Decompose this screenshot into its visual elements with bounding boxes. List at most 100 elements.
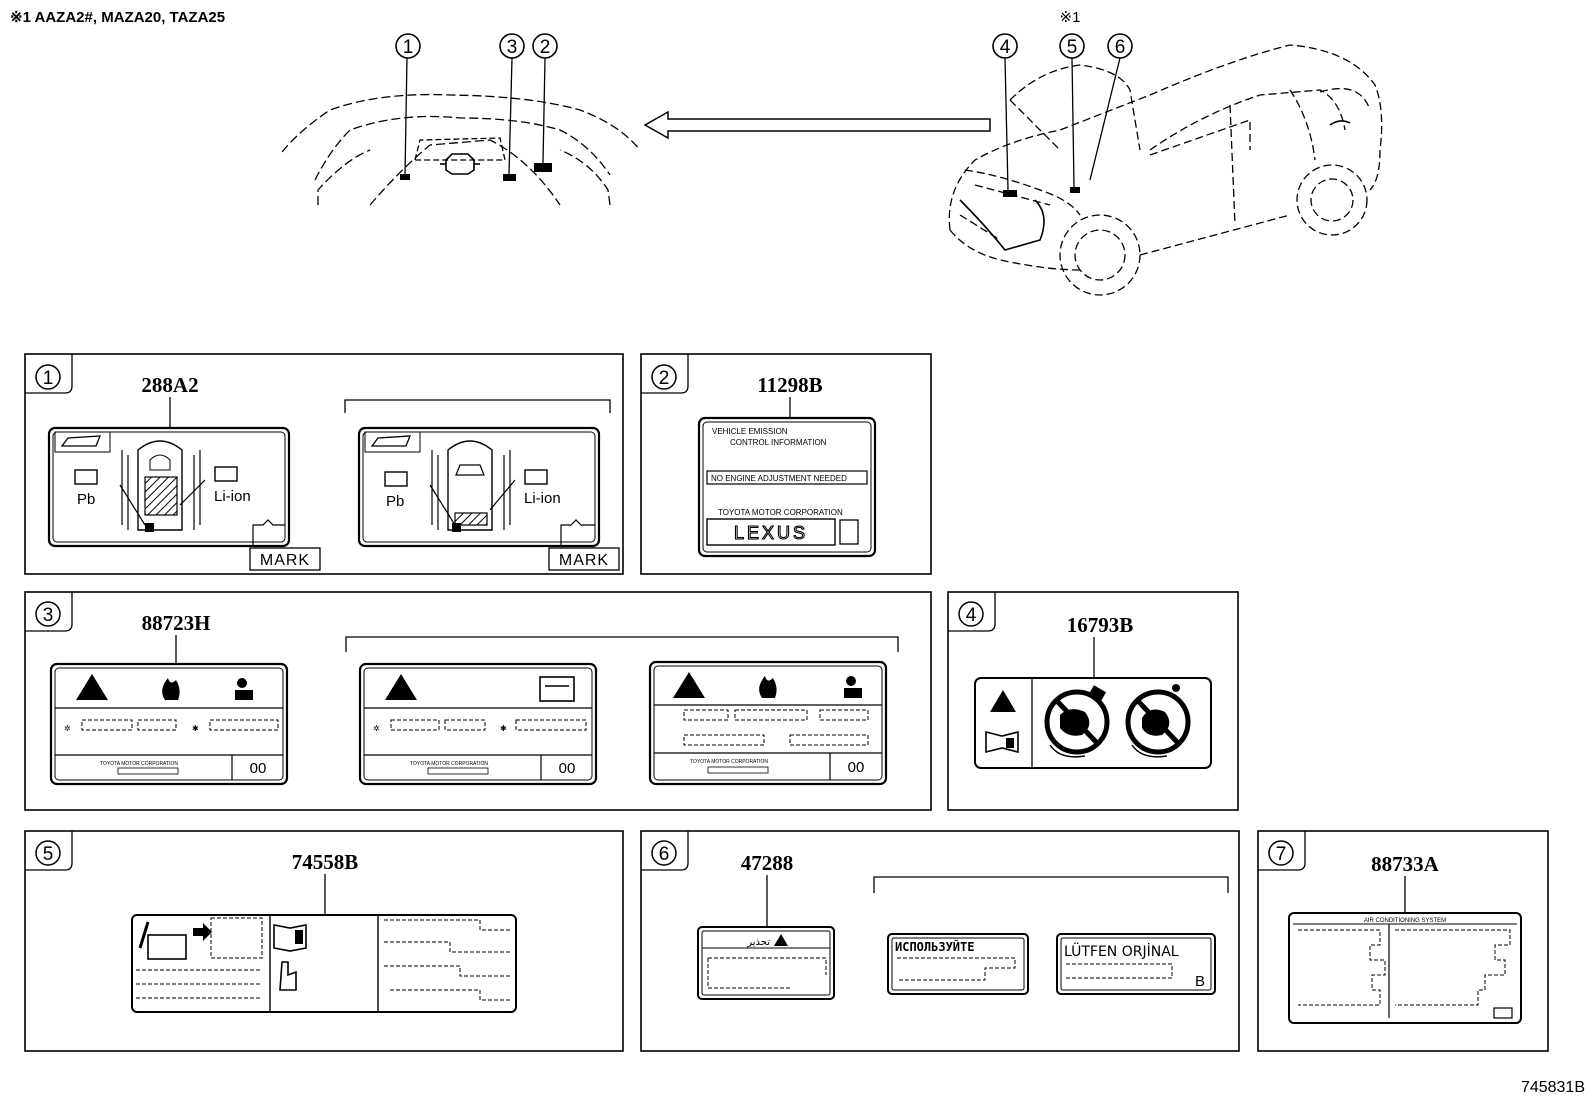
warning-triangle-icon — [990, 690, 1016, 712]
panel-7: 7 88733A AIR CONDITIONING SYSTEM — [1257, 830, 1549, 1052]
battery-icon — [214, 466, 238, 482]
svg-text:✲: ✲ — [64, 724, 71, 733]
svg-text:3: 3 — [507, 37, 518, 58]
panel-1-callout: 1 — [43, 368, 54, 389]
battery-icon — [74, 469, 98, 485]
car-leaders — [1004, 57, 1121, 191]
svg-text:00: 00 — [559, 760, 576, 777]
svg-text:MARK: MARK — [260, 552, 310, 569]
warning-triangle-icon — [774, 934, 788, 946]
engine-bay-sketch — [281, 93, 641, 206]
panel-1: 1 288A2 Pb Li-ion MARK — [24, 353, 624, 575]
panel-3-callout: 3 — [43, 605, 54, 626]
panel-7-callout: 7 — [1276, 844, 1287, 865]
caution-label-a: ✲ ✱ TOYOTA MOTOR CORPORATION 00 — [49, 662, 289, 786]
svg-text:TOYOTA MOTOR CORPORATION: TOYOTA MOTOR CORPORATION — [100, 761, 178, 767]
label-turkish: LÜTFEN ORJİNAL B — [1056, 933, 1216, 995]
top-leaders — [404, 57, 546, 175]
jump-start-label — [131, 914, 517, 1013]
manual-book-icon — [273, 924, 307, 952]
caution-label-b: ✲ ✱ TOYOTA MOTOR CORPORATION 00 — [358, 662, 598, 786]
svg-text:✲: ✲ — [373, 724, 380, 733]
svg-text:6: 6 — [1115, 37, 1126, 58]
part-number-47288: 47288 — [741, 851, 794, 875]
label-location-1 — [400, 174, 410, 180]
cable-icon — [138, 921, 150, 949]
svg-text:B: B — [1195, 973, 1205, 990]
callout-2-top: 2 — [532, 33, 558, 59]
marker-note-1: ※1 — [1060, 9, 1081, 26]
callout-3-top: 3 — [499, 33, 525, 59]
manual-book-icon — [370, 435, 411, 447]
applicability-note: ※1 AAZA2#, MAZA20, TAZA25 — [10, 9, 225, 26]
no-spray-icon — [1044, 685, 1110, 758]
label-location-2 — [534, 163, 552, 172]
svg-text:TOYOTA MOTOR CORPORATION: TOYOTA MOTOR CORPORATION — [718, 508, 843, 517]
warning-triangle-icon — [385, 674, 417, 700]
svg-text:Pb: Pb — [386, 493, 404, 510]
person-icon — [237, 678, 247, 688]
warning-label-arabic: تحذير — [697, 926, 835, 1000]
part-number-11298B: 11298B — [757, 373, 822, 397]
panel-2-callout: 2 — [659, 368, 670, 389]
callout-6-top: 6 — [1107, 33, 1133, 59]
svg-text:NO ENGINE ADJUSTMENT NEEDED: NO ENGINE ADJUSTMENT NEEDED — [711, 474, 847, 483]
manual-icon — [539, 676, 575, 702]
battery-label-b: Pb Li-ion MARK — [357, 426, 620, 571]
svg-text:CONTROL INFORMATION: CONTROL INFORMATION — [730, 438, 827, 447]
svg-text:LEXUS: LEXUS — [734, 523, 808, 543]
fire-icon — [759, 676, 777, 698]
no-water-icon — [1125, 684, 1191, 758]
emission-label: VEHICLE EMISSION CONTROL INFORMATION NO … — [697, 416, 877, 558]
svg-text:Li-ion: Li-ion — [524, 490, 561, 507]
direction-arrow — [643, 110, 991, 140]
svg-text:تحذير: تحذير — [746, 937, 770, 948]
svg-text:AIR CONDITIONING SYSTEM: AIR CONDITIONING SYSTEM — [1364, 918, 1446, 924]
part-number-88723H: 88723H — [142, 611, 211, 635]
part-number-288A2: 288A2 — [141, 373, 198, 397]
part-number-74558B: 74558B — [292, 850, 359, 874]
part-number-16793B: 16793B — [1067, 613, 1134, 637]
svg-text:LÜTFEN ORJİNAL: LÜTFEN ORJİNAL — [1064, 942, 1179, 960]
fire-icon — [162, 678, 180, 700]
no-spray-label — [974, 677, 1212, 769]
manual-book-icon — [60, 435, 101, 447]
warning-triangle-icon — [673, 672, 705, 698]
svg-text:00: 00 — [250, 760, 267, 777]
panel-5-callout: 5 — [43, 844, 54, 865]
car-wheels — [1059, 164, 1368, 296]
svg-text:4: 4 — [1000, 37, 1011, 58]
svg-text:TOYOTA MOTOR CORPORATION: TOYOTA MOTOR CORPORATION — [690, 759, 768, 765]
panel-6: 6 47288 تحذير ИСПОЛЬЗУЙТЕ LÜTFEN ORJİNAL… — [640, 830, 1240, 1052]
svg-text:ИСПОЛЬЗУЙТЕ: ИСПОЛЬЗУЙТЕ — [895, 939, 974, 954]
callout-4-top: 4 — [992, 33, 1018, 59]
engine-symbol — [440, 153, 480, 175]
car-grille — [959, 120, 1351, 251]
manual-book-icon — [985, 730, 1019, 754]
panel-4: 4 16793B — [947, 591, 1239, 811]
svg-text:5: 5 — [1067, 37, 1078, 58]
svg-text:✱: ✱ — [500, 724, 507, 733]
battery-icon — [384, 471, 408, 487]
label-russian: ИСПОЛЬЗУЙТЕ — [887, 933, 1029, 995]
battery-label-a: Pb Li-ion MARK — [47, 426, 321, 571]
label-location-5 — [1070, 187, 1080, 193]
panel-6-callout: 6 — [659, 844, 670, 865]
svg-text:00: 00 — [848, 759, 865, 776]
panel-5: 5 74558B — [24, 830, 624, 1052]
caution-label-c: TOYOTA MOTOR CORPORATION 00 — [648, 660, 888, 786]
battery-icon — [147, 934, 187, 960]
warning-triangle-icon — [76, 674, 108, 700]
part-number-88733A: 88733A — [1371, 852, 1440, 876]
label-location-3 — [503, 174, 516, 181]
svg-text:1: 1 — [403, 37, 414, 58]
label-location-4 — [1003, 190, 1017, 197]
callout-5-top: 5 — [1059, 33, 1085, 59]
svg-text:Pb: Pb — [77, 491, 95, 508]
panel-4-callout: 4 — [966, 605, 977, 626]
figure-id: 745831B — [1521, 1079, 1585, 1096]
svg-text:TOYOTA MOTOR CORPORATION: TOYOTA MOTOR CORPORATION — [410, 761, 488, 767]
ac-label: AIR CONDITIONING SYSTEM — [1288, 912, 1522, 1024]
panel-2: 2 11298B VEHICLE EMISSION CONTROL INFORM… — [640, 353, 932, 575]
car-illustration — [948, 44, 1383, 271]
